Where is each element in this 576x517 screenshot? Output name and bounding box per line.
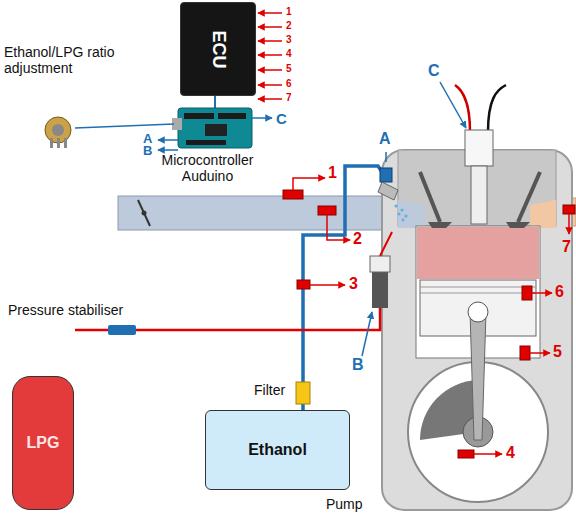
node-text: ECU bbox=[207, 30, 228, 68]
part-label: Pressure stabiliser bbox=[8, 302, 123, 318]
node-text: LPG bbox=[27, 434, 60, 452]
callout-number: 5 bbox=[286, 63, 292, 75]
signal-name: C bbox=[276, 110, 287, 127]
callout-number: 2 bbox=[353, 230, 362, 248]
callout-number: 3 bbox=[349, 275, 358, 293]
node-text: Ethanol bbox=[248, 441, 307, 459]
ecu-box: ECU bbox=[180, 2, 256, 96]
signal-name: B bbox=[352, 356, 364, 374]
part-label: Ethanol/LPG ratio adjustment bbox=[4, 44, 154, 76]
callout-number: 6 bbox=[286, 78, 292, 90]
part-label: Filter bbox=[254, 382, 285, 398]
callout-number: 4 bbox=[286, 48, 292, 60]
signal-name: B bbox=[143, 144, 152, 159]
lpg-cylinder: LPG bbox=[12, 376, 74, 510]
callout-number: 4 bbox=[506, 444, 515, 462]
callout-number: 3 bbox=[286, 34, 292, 46]
part-label: Microcontroller Auduino bbox=[145, 152, 270, 184]
callout-number: 2 bbox=[286, 20, 292, 32]
callout-number: 6 bbox=[555, 283, 564, 301]
part-label: Pump bbox=[326, 496, 363, 512]
ethanol-tank: Ethanol bbox=[205, 410, 350, 490]
callout-number: 5 bbox=[553, 343, 562, 361]
callout-number: 1 bbox=[286, 6, 292, 18]
callout-number: 1 bbox=[328, 164, 337, 182]
signal-name: C bbox=[428, 62, 440, 80]
callout-number: 7 bbox=[562, 238, 571, 256]
signal-name: A bbox=[379, 130, 391, 148]
callout-number: 7 bbox=[286, 92, 292, 104]
